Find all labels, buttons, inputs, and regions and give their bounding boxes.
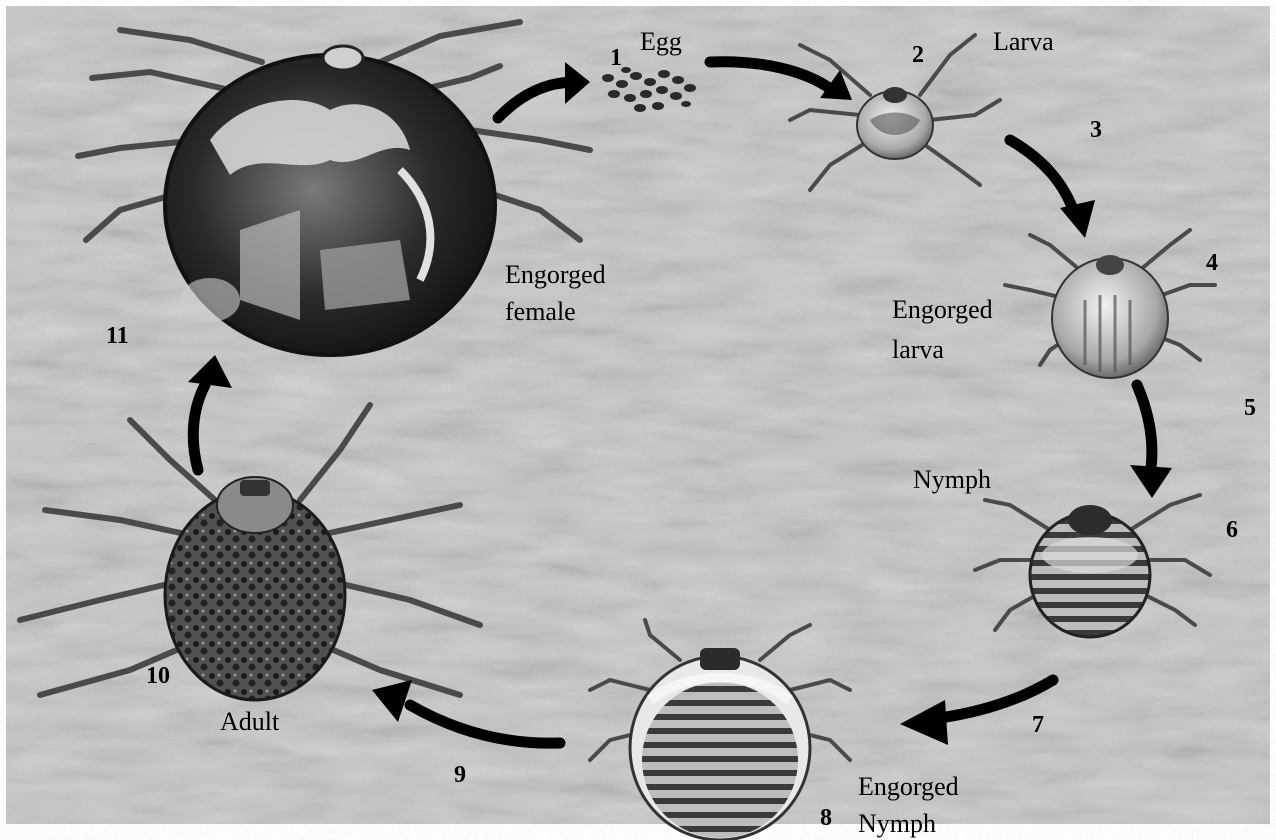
- engorged-nymph-number: 8: [820, 805, 832, 831]
- egg-label: Egg: [640, 27, 682, 56]
- engorged-larva-number: 4: [1206, 250, 1218, 276]
- engorged-nymph-label-line1: Engorged: [858, 772, 959, 801]
- arrow-number-11: 11: [106, 323, 129, 349]
- adult-number: 10: [146, 663, 170, 689]
- larva-label: Larva: [993, 27, 1054, 56]
- arrow-number-3: 3: [1090, 117, 1102, 143]
- egg-number: 1: [610, 45, 622, 71]
- nymph-number: 6: [1226, 517, 1238, 543]
- arrow-number-9: 9: [454, 762, 466, 788]
- engorged-female-label-line1: Engorged: [505, 260, 606, 289]
- engorged-larva-label-line2: larva: [892, 335, 944, 364]
- nymph-label: Nymph: [913, 465, 991, 494]
- engorged-nymph-label-line2: Nymph: [858, 809, 936, 838]
- larva-number: 2: [912, 42, 924, 68]
- arrow-number-5: 5: [1244, 395, 1256, 421]
- engorged-female-label-line2: female: [505, 297, 576, 326]
- engorged-larva-label-line1: Engorged: [892, 295, 993, 324]
- adult-label: Adult: [220, 707, 280, 736]
- arrow-number-7: 7: [1032, 712, 1044, 738]
